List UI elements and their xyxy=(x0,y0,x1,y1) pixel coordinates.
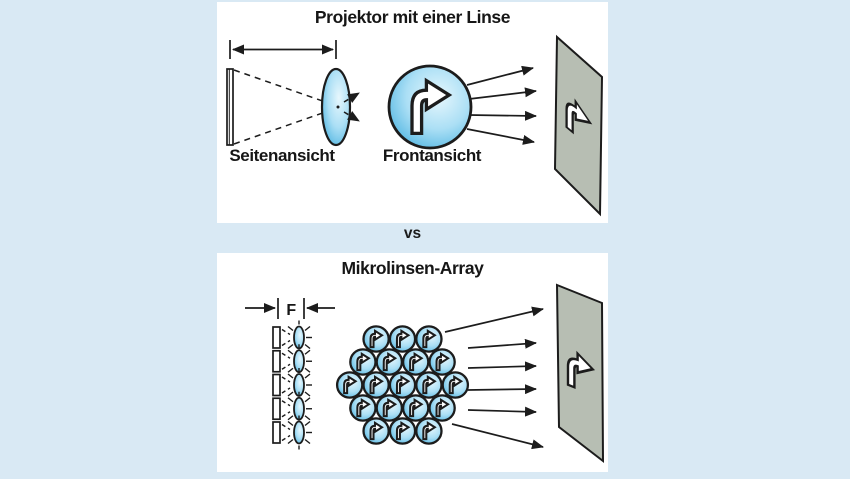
beam-arrow xyxy=(468,87,537,100)
light-burst-ray xyxy=(304,415,311,421)
light-burst-ray xyxy=(304,391,311,397)
slide-ray xyxy=(281,328,291,336)
light-burst-ray xyxy=(304,438,311,445)
beam-arrow xyxy=(467,338,537,349)
panel-single-lens: Projektor mit einer Linse Seitenansicht … xyxy=(217,2,608,223)
light-burst-ray xyxy=(304,373,311,379)
beam-arrow xyxy=(451,423,544,450)
projection-screen xyxy=(555,283,605,464)
slide-and-microlens-column xyxy=(272,320,312,450)
projection-screen xyxy=(553,34,604,217)
slide-ray xyxy=(281,411,291,418)
beam-arrow xyxy=(468,110,537,121)
light-burst-ray xyxy=(287,397,294,403)
light-burst-ray xyxy=(287,415,294,421)
microlens-diagram: F xyxy=(245,283,605,464)
slide-segment xyxy=(272,397,281,421)
light-burst-ray xyxy=(287,325,294,332)
diverging-ray-arrows xyxy=(343,92,360,122)
side-view-label: Seitenansicht xyxy=(229,146,335,165)
beam-arrow xyxy=(444,306,544,333)
microlens-side-view xyxy=(293,396,305,421)
microlens-side-view xyxy=(293,325,305,350)
panel-microlens-array: F Mikrolinsen-Array xyxy=(217,253,608,472)
light-burst-ray xyxy=(287,373,294,379)
light-burst-ray xyxy=(304,349,311,355)
slide-ray xyxy=(281,387,291,394)
projection-beams xyxy=(466,65,537,145)
light-burst-ray xyxy=(304,367,311,373)
microlens-side-view xyxy=(293,373,305,397)
lens-front-view xyxy=(387,64,473,150)
slide-side-view xyxy=(226,68,234,146)
vs-label: vs xyxy=(403,225,422,242)
beam-arrow xyxy=(467,406,537,417)
slide-segment xyxy=(272,421,281,444)
microlens-side-view xyxy=(293,349,305,374)
slide-ray xyxy=(281,376,291,383)
focal-length-dimension: F xyxy=(245,298,335,319)
microlens-side-view xyxy=(293,420,305,445)
light-burst-ray xyxy=(304,420,311,427)
slide-ray xyxy=(281,352,291,359)
slide-segment xyxy=(272,326,281,349)
projection-beams xyxy=(444,306,544,450)
focal-point-dot xyxy=(336,105,340,109)
beam-arrow xyxy=(467,361,537,372)
focal-length-label: F xyxy=(286,302,296,319)
light-burst-ray xyxy=(287,420,294,427)
light-burst-ray xyxy=(304,397,311,403)
beam-arrow xyxy=(467,384,537,395)
light-burst-ray xyxy=(287,367,294,373)
focal-dimension xyxy=(229,40,337,59)
slide-ray xyxy=(281,434,291,442)
slide-ray xyxy=(281,339,291,347)
microlens-cluster-front-view xyxy=(335,325,470,445)
slide-ray xyxy=(281,363,291,370)
slide-segment xyxy=(272,373,281,397)
ray-cone xyxy=(233,69,335,145)
bottom-panel-title: Mikrolinsen-Array xyxy=(341,258,484,278)
slide-ray xyxy=(281,423,291,431)
beam-arrow xyxy=(466,65,534,86)
slide-segment xyxy=(272,349,281,373)
light-burst-ray xyxy=(287,349,294,355)
light-burst-ray xyxy=(304,343,311,350)
slide-ray xyxy=(281,400,291,407)
top-panel-title: Projektor mit einer Linse xyxy=(314,7,511,27)
light-burst-ray xyxy=(287,438,294,445)
lens-side-view xyxy=(320,67,352,147)
front-view-label: Frontansicht xyxy=(382,146,482,165)
light-burst-ray xyxy=(287,343,294,350)
light-burst-ray xyxy=(304,325,311,332)
beam-arrow xyxy=(466,128,535,145)
light-burst-ray xyxy=(287,391,294,397)
single-lens-diagram xyxy=(226,34,604,217)
